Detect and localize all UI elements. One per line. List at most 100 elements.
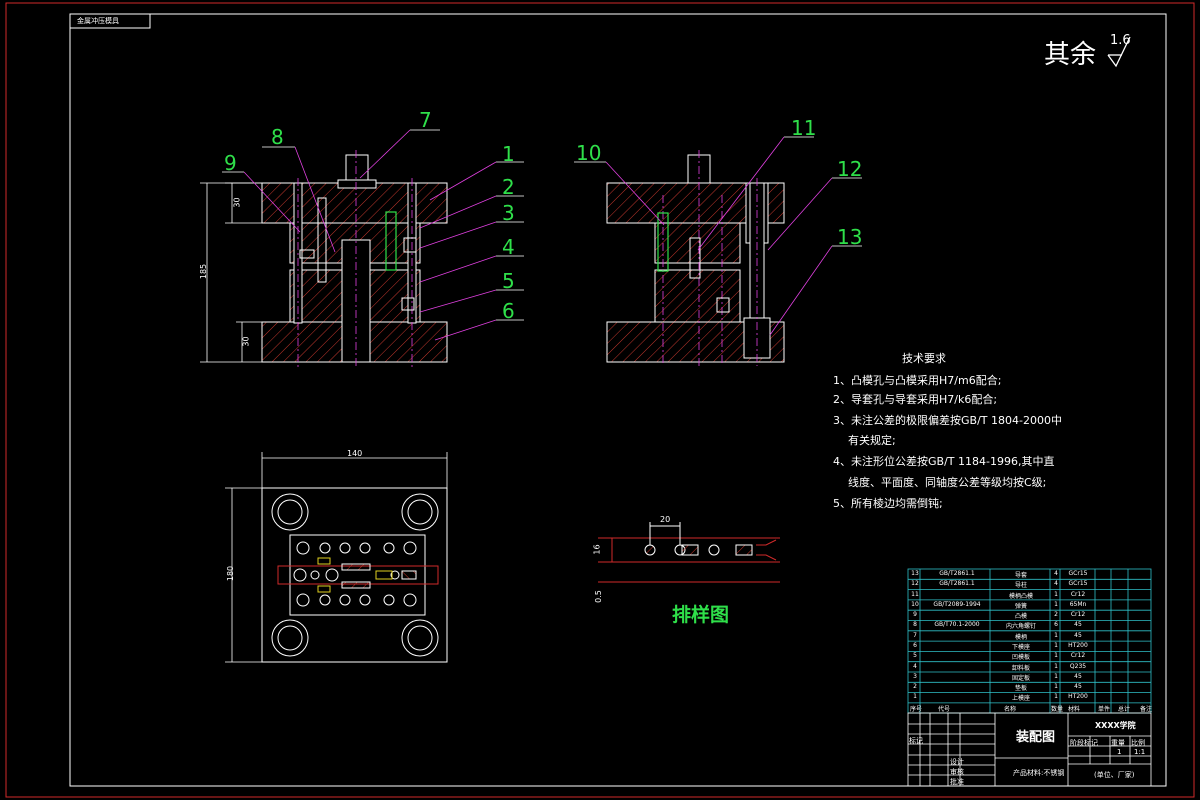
title-block-grid [907,712,1152,787]
label-approve: 批准 [950,778,964,786]
bom-header-cell: 代号 [938,705,951,713]
bom-cell-mat: HT200 [1068,642,1088,649]
tech-req-item-3: 3、未注公差的极限偏差按GB/T 1804-2000中 [833,414,1062,427]
bom-header-cell: 单件 [1098,705,1111,713]
tech-req-item-4b: 线度、平面度、同轴度公差等级均按C级; [848,476,1047,489]
bom-cell-no: 11 [911,590,919,598]
corner-tag-box [69,13,151,29]
balloon-13: 13 [837,225,863,249]
bom-cell-mat: Cr12 [1070,652,1086,660]
label-weight: 重量 [1111,739,1125,747]
balloon-1: 1 [502,142,515,166]
bom-table-grid [907,568,1152,714]
sheet-border [5,2,1195,798]
label-stage: 阶段标记 [1070,739,1098,747]
tech-req-item-1: 1、凸模孔与凸模采用H7/m6配合; [833,374,1002,387]
roughness-value: 1.6 [1110,33,1131,48]
roughness-text: 其余 [1044,40,1097,70]
bom-cell-mat: 45 [1074,631,1082,639]
front-view [261,150,448,368]
bom-cell-no: 7 [913,631,917,639]
bom-cell-mat: Cr12 [1070,590,1086,598]
bom-cell-mat: 45 [1074,683,1082,691]
bom-cell-mat: 65Mn [1069,600,1087,608]
balloon-5: 5 [502,269,515,293]
bom-cell-name: 凹模板 [1011,654,1030,662]
tech-req-item-4: 4、未注形位公差按GB/T 1184-1996,其中直 [833,455,1055,468]
side-view [606,150,785,366]
strip-layout-title: 排样图 [672,604,730,626]
bom-cell-qty: 1 [1054,652,1058,660]
bom-cell-mat: 45 [1074,621,1082,629]
dim-upper: 30 [232,197,242,208]
bom-header-cell: 数量 [1051,705,1064,713]
bom-cell-qty: 1 [1054,600,1058,608]
bom-header-cell: 备注 [1140,705,1153,713]
dim-lower: 30 [241,336,251,347]
bom-header-cell: 序号 [910,705,923,713]
bom-cell-qty: 2 [1054,611,1058,619]
tech-req-title: 技术要求 [902,352,946,365]
bom-cell-name: 弹簧 [1014,602,1027,610]
bom-cell-qty: 1 [1054,672,1058,680]
label-scale: 比例 [1131,739,1145,747]
dim-depth: 180 [226,565,236,582]
bom-cell-mat: GCr15 [1068,570,1088,577]
balloon-12: 12 [837,157,863,181]
bom-cell-qty: 4 [1054,570,1058,577]
drawing-name: 装配图 [1016,730,1056,745]
tech-req-item-5: 5、所有棱边均需倒钝; [833,497,943,510]
bom-header-cell: 名称 [1004,705,1017,713]
label-mark: 标记 [909,737,923,745]
bom-cell-mat: 45 [1074,672,1082,680]
front-view-dimensions [200,182,262,363]
bom-cell-name: 垫板 [1014,685,1027,693]
bom-cell-no: 9 [913,611,917,619]
scale-value: 1:1 [1134,748,1146,756]
balloon-7: 7 [419,108,432,132]
bom-cell-qty: 1 [1054,642,1058,649]
balloon-10: 10 [576,141,602,165]
bom-cell-name: 上模座 [1011,695,1030,703]
bom-cell-qty: 6 [1054,621,1058,629]
unit-name: (单位、厂家) [1094,771,1135,779]
label-review: 审核 [950,768,964,776]
bom-cell-name: 下模座 [1011,644,1030,651]
product-material: 产品材料:不锈钢 [1013,769,1065,777]
bom-cell-std: GB/T2089-1994 [933,600,981,608]
bom-cell-mat: Q235 [1069,662,1087,670]
bom-cell-qty: 1 [1054,631,1058,639]
bom-header-cell: 总计 [1118,705,1131,713]
bom-cell-name: 凸模 [1014,613,1027,621]
bom-cell-no: 2 [913,683,917,691]
bom-cell-name: 导套 [1014,572,1027,579]
bom-cell-no: 13 [911,570,919,577]
bom-cell-name: 模柄凸模 [1008,592,1033,600]
dim-height: 185 [199,263,209,280]
dim-strip-width: 16 [592,544,602,555]
bom-cell-name: 固定板 [1011,674,1030,682]
bom-header-cell: 材料 [1068,705,1081,713]
label-design: 设计 [950,758,964,766]
roughness-symbol [1107,36,1131,68]
bom-cell-mat: Cr12 [1070,611,1086,619]
balloon-leaders [222,129,862,341]
balloon-4: 4 [502,235,515,259]
tech-req-item-3b: 有关规定; [848,434,896,447]
bom-cell-no: 1 [913,693,917,701]
balloon-2: 2 [502,175,515,199]
strip-layout [598,522,780,583]
bom-cell-no: 10 [911,600,919,608]
bom-cell-std: GB/T70.1-2000 [934,621,980,629]
bom-cell-name: 卸料板 [1011,664,1030,672]
dim-strip-pitch: 20 [660,515,671,524]
bom-cell-mat: HT200 [1068,693,1088,701]
balloon-9: 9 [224,151,237,175]
bom-cell-no: 5 [913,652,917,660]
bom-cell-qty: 1 [1054,693,1058,701]
tech-req-item-2: 2、导套孔与导套采用H7/k6配合; [833,393,998,406]
bom-cell-no: 8 [913,621,917,629]
drawing-frame [69,13,1167,787]
